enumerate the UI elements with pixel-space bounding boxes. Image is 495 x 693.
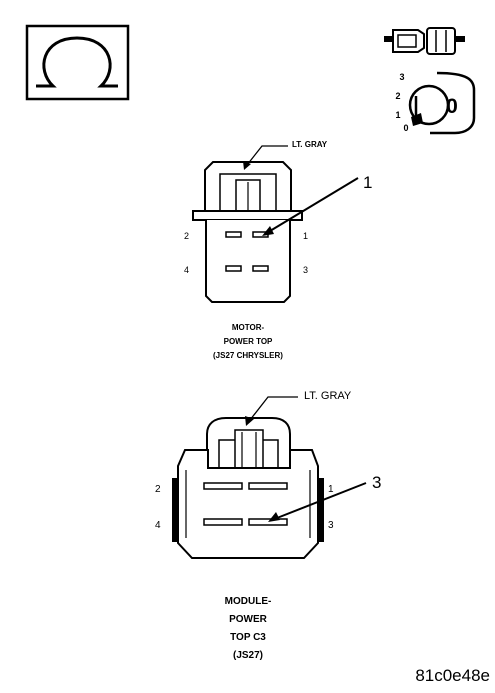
pin-number: 2 xyxy=(184,231,189,241)
ignition-position-label: 0 xyxy=(403,123,408,133)
caption-line: TOP C3 xyxy=(230,632,266,643)
pin-number: 3 xyxy=(328,520,334,531)
connector-icon xyxy=(384,27,465,55)
caption-line: (JS27) xyxy=(233,650,263,661)
wire-color-label: LT. GRAY xyxy=(292,140,328,149)
connector-caption: MODULE- POWER TOP C3 (JS27) xyxy=(225,596,272,661)
ignition-position-label: 3 xyxy=(399,72,404,82)
caption-line: (JS27 CHRYSLER) xyxy=(213,351,283,360)
ohmmeter-icon xyxy=(25,24,130,101)
connector-module-power-top-c3 xyxy=(172,396,367,559)
callout-number: 1 xyxy=(363,173,372,192)
pin-number: 1 xyxy=(303,231,308,241)
pin-number: 3 xyxy=(303,265,308,275)
pin-number: 2 xyxy=(155,484,161,495)
pin-number: 4 xyxy=(184,265,189,275)
pin-number: 4 xyxy=(155,520,161,531)
ignition-switch-icon: 0 3 2 1 0 xyxy=(395,71,476,135)
connector-caption: MOTOR- POWER TOP (JS27 CHRYSLER) xyxy=(213,323,283,360)
ignition-position-label: 2 xyxy=(395,91,400,101)
caption-line: POWER TOP xyxy=(224,337,273,346)
callout-number: 3 xyxy=(372,473,381,492)
caption-line: MODULE- xyxy=(225,596,272,607)
pin-number: 1 xyxy=(328,484,334,495)
ignition-key-label: 0 xyxy=(446,95,458,118)
caption-line: MOTOR- xyxy=(232,323,265,332)
wire-color-label: LT. GRAY xyxy=(304,390,352,402)
caption-line: POWER xyxy=(229,614,268,625)
ignition-position-label: 1 xyxy=(395,110,400,120)
figure-id: 81c0e48e xyxy=(415,666,490,685)
connector-motor-power-top xyxy=(192,145,359,303)
